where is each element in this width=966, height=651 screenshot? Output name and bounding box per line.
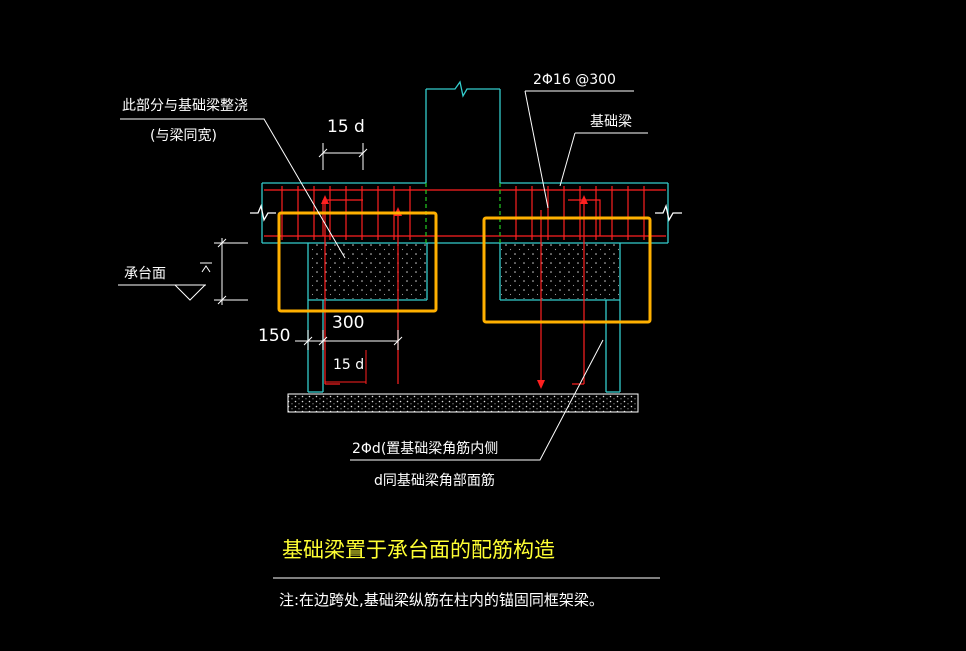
label-foundation-beam: 基础梁 <box>590 114 632 130</box>
cap-surface-symbol <box>118 238 248 305</box>
label-pour-note-line2: (与梁同宽) <box>150 128 217 144</box>
cap-hatch-left <box>309 244 426 299</box>
beam-rebar <box>264 186 666 240</box>
label-dim-300: 300 <box>332 313 365 333</box>
column-outline <box>425 80 501 183</box>
highlight-box-left <box>277 211 438 313</box>
leader-lines <box>120 90 648 461</box>
label-corner-bar-line2: d同基础梁角部面筋 <box>374 473 495 489</box>
label-anchor-15d-bottom: 15 d <box>333 357 365 373</box>
cap-hatch-right <box>501 244 619 299</box>
dim-15d-top <box>318 143 368 170</box>
dim-bottom <box>295 330 403 350</box>
label-corner-bar-line1: 2Φd(置基础梁角筋内侧 <box>352 441 499 457</box>
label-cap-surface: 承台面 <box>124 266 166 282</box>
label-pour-note-line1: 此部分与基础梁整浇 <box>122 98 248 114</box>
highlight-box-right <box>482 216 652 324</box>
bedding-slab <box>287 393 639 413</box>
drawing-title: 基础梁置于承台面的配筋构造 <box>282 538 555 562</box>
label-dim-150: 150 <box>258 326 291 346</box>
foundation-beam-outline <box>250 182 682 244</box>
label-rebar-spec: 2Φ16 @300 <box>533 72 616 88</box>
drawing-note: 注:在边跨处,基础梁纵筋在柱内的锚固同框架梁。 <box>279 591 604 609</box>
pile-right-outline <box>499 243 621 393</box>
dim-15d-bottom-red <box>324 350 367 384</box>
label-anchor-15d-top: 15 d <box>327 117 365 137</box>
